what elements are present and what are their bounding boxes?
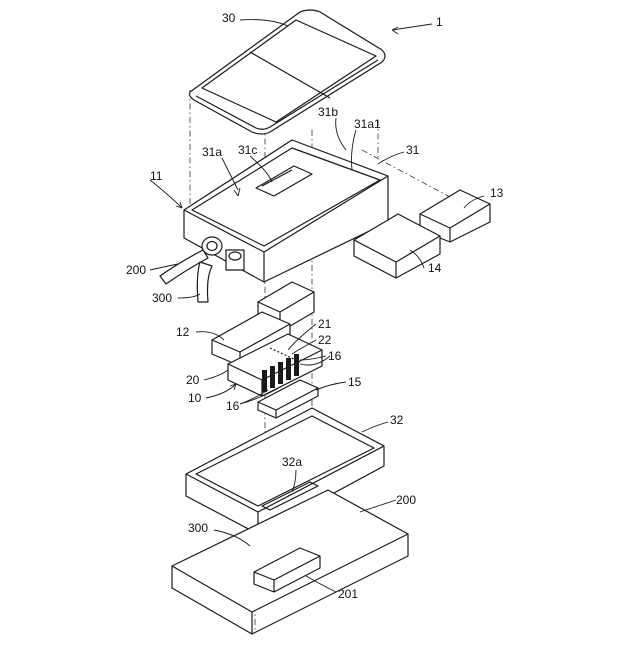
label-20: 20 [186, 373, 200, 387]
lid-30 [190, 10, 386, 134]
board-200 [172, 490, 408, 634]
label-16-upper: 16 [328, 349, 342, 363]
label-14: 14 [428, 261, 442, 275]
label-31a: 31a [202, 145, 222, 159]
label-30: 30 [222, 11, 236, 25]
label-300-bottom: 300 [188, 521, 208, 535]
label-31b: 31b [318, 105, 338, 119]
label-31c: 31c [238, 143, 257, 157]
label-13: 13 [490, 186, 504, 200]
label-300-top: 300 [152, 291, 172, 305]
label-16-lower: 16 [226, 399, 240, 413]
label-22: 22 [318, 333, 332, 347]
case-11 [160, 140, 388, 302]
label-31a1: 31a1 [354, 117, 381, 131]
label-1: 1 [436, 15, 443, 29]
label-31: 31 [406, 143, 420, 157]
label-21: 21 [318, 317, 332, 331]
label-32a: 32a [282, 455, 302, 469]
label-201: 201 [338, 587, 358, 601]
label-12: 12 [176, 325, 190, 339]
label-32: 32 [390, 413, 404, 427]
label-200-bottom: 200 [396, 493, 416, 507]
label-11: 11 [150, 169, 163, 183]
label-10: 10 [188, 391, 202, 405]
label-200-top: 200 [126, 263, 146, 277]
label-15: 15 [348, 375, 362, 389]
